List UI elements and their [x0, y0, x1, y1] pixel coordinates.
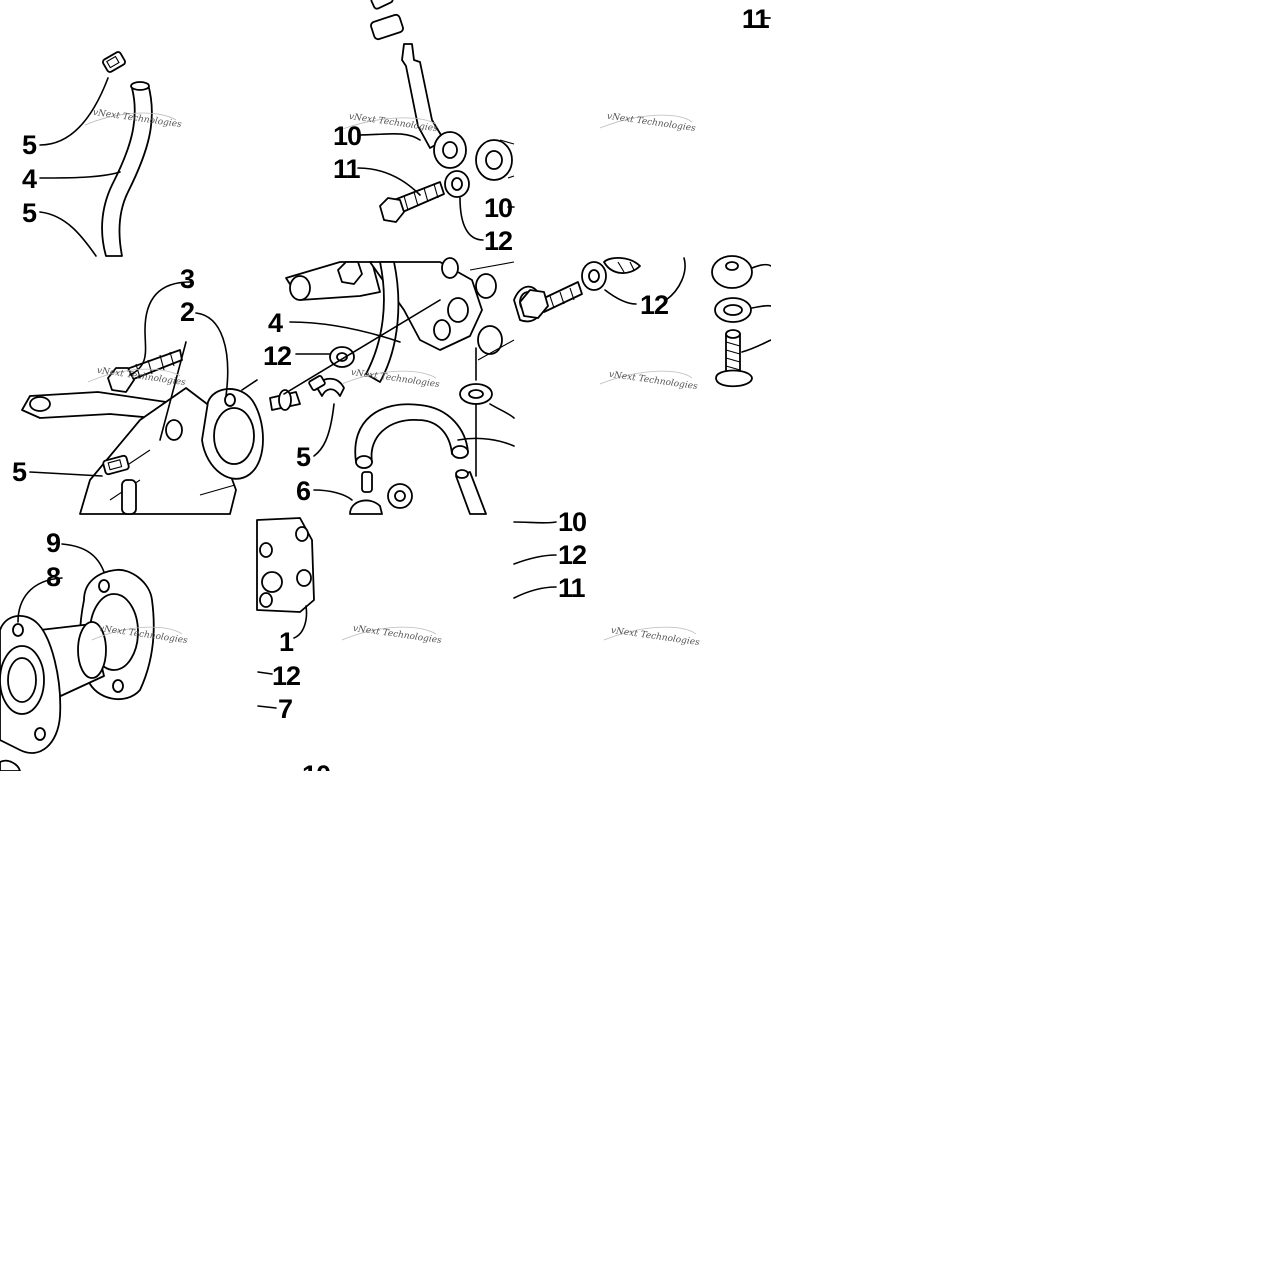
watermark-5: vNext Technologies	[341, 368, 441, 390]
grommet	[711, 255, 753, 289]
hose-clamp-upper	[102, 51, 126, 73]
callout-10-c: 10	[558, 507, 586, 537]
watermark-3: vNext Technologies	[599, 112, 697, 134]
callout-8: 8	[46, 562, 61, 592]
watermark-6: vNext Technologies	[599, 370, 699, 392]
pump-body-left	[79, 387, 237, 515]
fuel-hose-upper	[101, 51, 153, 257]
stud-bolt	[715, 329, 753, 388]
nipple-fitting-lower	[349, 471, 413, 515]
callout-11-a: 11	[333, 154, 361, 184]
watermark-9: vNext Technologies	[603, 626, 701, 648]
banjo-fitting-upper	[370, 0, 515, 181]
callout-6: 6	[296, 476, 311, 506]
gasket	[201, 388, 264, 480]
fuel-pump-body	[285, 257, 515, 361]
fuel-inlet-nipple	[269, 389, 301, 411]
sealing-washer-right-tile	[581, 261, 607, 291]
blank-area-right	[771, 0, 1285, 771]
callout-5-a: 5	[22, 130, 37, 160]
hose-clamp-center	[308, 375, 345, 397]
callout-3: 3	[180, 264, 195, 294]
blank-area-below	[0, 771, 1285, 1285]
fuel-line-elbow	[365, 261, 400, 383]
sealing-washer-right	[459, 383, 493, 405]
callout-12-d: 12	[558, 540, 586, 570]
callout-1: 1	[279, 627, 294, 657]
callout-10-a: 10	[333, 121, 361, 151]
mounting-bracket	[21, 391, 181, 421]
banjo-bolt-upper	[379, 181, 445, 223]
callout-10-b: 10	[484, 193, 512, 223]
banjo-bolt-right	[519, 281, 583, 319]
callout-2: 2	[180, 297, 194, 327]
callout-5-d: 5	[296, 442, 311, 472]
callout-12-c: 12	[640, 290, 668, 320]
callout-5-b: 5	[22, 198, 37, 228]
svg-text:vNext Technologies: vNext Technologies	[606, 112, 696, 134]
watermark-8: vNext Technologies	[341, 624, 443, 646]
callout-9: 9	[46, 528, 61, 558]
callout-11-top-overlay: 11	[742, 4, 770, 34]
pump-cover	[256, 517, 315, 613]
callout-7: 7	[278, 694, 292, 724]
callout-12-a: 12	[484, 226, 512, 256]
flat-washer	[714, 297, 752, 323]
callout-4-a: 4	[22, 164, 37, 194]
sealing-washer-upper	[444, 170, 470, 198]
hose-clamp-left	[102, 454, 130, 476]
callout-12-e: 12	[272, 661, 300, 691]
check-valve	[455, 469, 487, 515]
callout-12-b: 12	[263, 341, 291, 371]
callout-5-c: 5	[12, 457, 27, 487]
svg-text:vNext Technologies: vNext Technologies	[608, 370, 698, 392]
vent-hose-loop	[354, 403, 469, 469]
mounting-flange-inner	[0, 615, 62, 754]
watermark-4: vNext Technologies	[87, 366, 187, 388]
callout-11-top: 11	[742, 4, 770, 34]
callout-11-b: 11	[558, 573, 586, 603]
callout-4-b: 4	[268, 308, 283, 338]
